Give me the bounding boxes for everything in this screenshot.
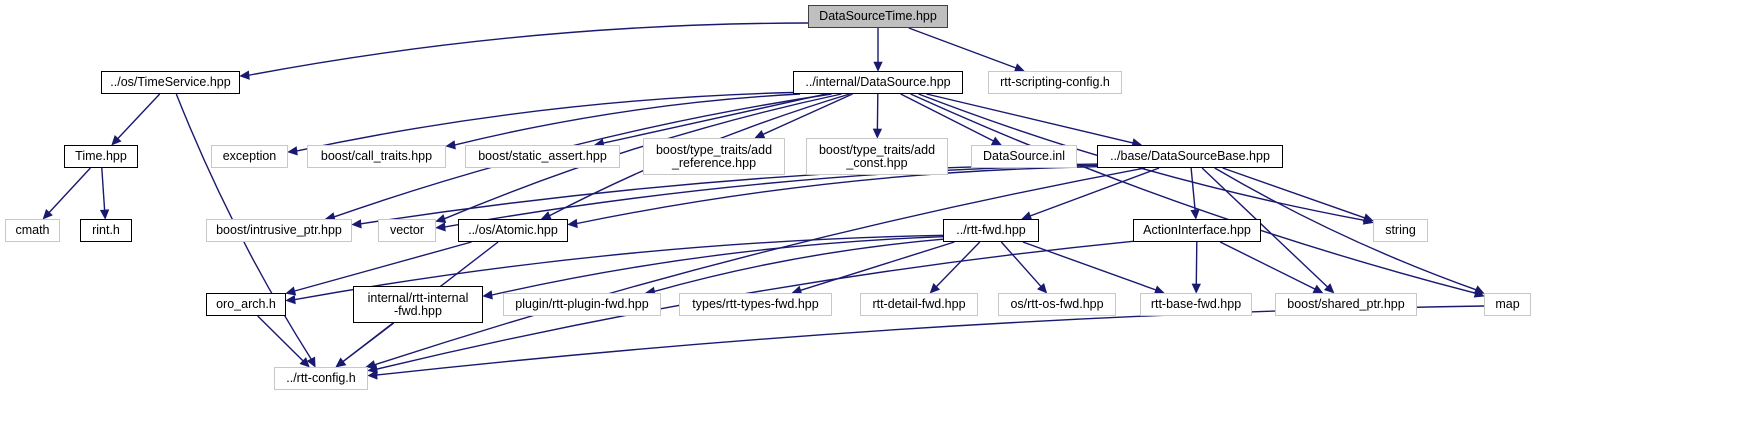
graph-edge-rttfwd-to-pluginfwd xyxy=(654,238,944,293)
graph-node-pluginfwd[interactable]: plugin/rtt-plugin-fwd.hpp xyxy=(503,293,661,316)
graph-node-intrusiveptr[interactable]: boost/intrusive_ptr.hpp xyxy=(206,219,352,242)
graph-node-oroarch[interactable]: oro_arch.h xyxy=(206,293,286,316)
graph-node-addconst[interactable]: boost/type_traits/add _const.hpp xyxy=(806,138,948,175)
graph-node-detailfwd[interactable]: rtt-detail-fwd.hpp xyxy=(860,293,978,316)
graph-edge-arrowhead xyxy=(306,356,316,368)
graph-edge-arrowhead xyxy=(873,61,883,72)
graph-edge-arrowhead xyxy=(567,218,578,229)
graph-edge-arrowhead xyxy=(990,136,1002,146)
graph-edge-rttfwd-to-osfwd xyxy=(1000,241,1042,287)
graph-edge-arrowhead xyxy=(239,70,250,80)
graph-edge-arrowhead xyxy=(42,208,53,220)
graph-edge-arrowhead xyxy=(1362,213,1374,223)
graph-edge-arrowhead xyxy=(1190,209,1200,220)
graph-edge-actioninterface-to-basefwd xyxy=(1195,241,1198,285)
graph-node-sharedptr[interactable]: boost/shared_ptr.hpp xyxy=(1275,293,1417,316)
graph-node-staticassert[interactable]: boost/static_assert.hpp xyxy=(465,145,620,168)
graph-node-string[interactable]: string xyxy=(1373,219,1428,242)
graph-edge-datasourcebase-to-sharedptr xyxy=(1201,167,1328,288)
graph-edge-arrowhead xyxy=(929,283,941,294)
graph-edge-internaldatasource-to-staticassert xyxy=(603,93,827,144)
graph-edge-rttfwd-to-oroarch xyxy=(294,234,944,301)
graph-edge-arrowhead xyxy=(435,214,447,224)
graph-edge-actioninterface-to-rttconfig xyxy=(376,240,1134,370)
graph-edge-arrowhead xyxy=(99,209,110,220)
graph-edge-oroarch-to-rttconfig xyxy=(257,315,304,362)
graph-edge-arrowhead xyxy=(1037,282,1048,294)
graph-edge-arrowhead xyxy=(367,364,378,374)
graph-edge-datasourcetime-to-timeservice xyxy=(248,22,809,76)
graph-edge-arrowhead xyxy=(1323,283,1335,294)
graph-node-addreference[interactable]: boost/type_traits/add _reference.hpp xyxy=(643,138,785,175)
graph-edge-arrowhead xyxy=(445,140,456,150)
graph-edge-datasourcebase-to-atomic xyxy=(576,166,1098,225)
graph-edge-arrowhead xyxy=(285,295,296,305)
graph-edge-arrowhead xyxy=(287,146,298,156)
graph-edge-actioninterface-to-sharedptr xyxy=(1219,241,1316,290)
graph-edge-timeservice-to-timehpp xyxy=(117,93,161,139)
graph-edge-arrowhead xyxy=(1191,283,1201,294)
graph-edge-arrowhead xyxy=(435,222,446,232)
graph-edge-arrowhead xyxy=(1312,284,1324,294)
graph-node-osfwd[interactable]: os/rtt-os-fwd.hpp xyxy=(998,293,1116,316)
graph-node-rinth[interactable]: rint.h xyxy=(80,219,132,242)
graph-edge-arrowhead xyxy=(1473,285,1485,294)
graph-edge-arrowhead xyxy=(299,357,310,368)
graph-edge-rttfwd-to-basefwd xyxy=(1022,241,1156,291)
graph-node-internaldatasource[interactable]: ../internal/DataSource.hpp xyxy=(793,71,963,94)
graph-edge-internaldatasource-to-map xyxy=(910,93,1476,294)
graph-node-datasourceinl[interactable]: DataSource.inl xyxy=(971,145,1077,168)
graph-node-datasourcetime[interactable]: DataSourceTime.hpp xyxy=(808,5,948,28)
graph-edge-timehpp-to-cmath xyxy=(48,167,91,213)
graph-edge-internaldatasource-to-exception xyxy=(296,91,794,152)
graph-edge-datasourcebase-to-string xyxy=(1222,167,1365,219)
graph-node-timeservice[interactable]: ../os/TimeService.hpp xyxy=(101,71,240,94)
graph-edge-rttinternalfwd-to-rttconfig xyxy=(342,322,395,363)
graph-edge-internaldatasource-to-addreference xyxy=(762,93,853,135)
graph-edge-internaldatasource-to-datasourcebase xyxy=(926,93,1133,144)
graph-edge-atomic-to-oroarch xyxy=(294,241,472,292)
graph-edge-arrowhead xyxy=(351,219,362,229)
graph-edge-rttfwd-to-rttinternalfwd xyxy=(491,236,944,296)
graph-node-rttfwd[interactable]: ../rtt-fwd.hpp xyxy=(943,219,1039,242)
graph-edge-internaldatasource-to-vector xyxy=(444,93,842,220)
graph-edge-arrowhead xyxy=(285,286,297,296)
graph-edge-arrowhead xyxy=(335,357,347,368)
graph-node-rttconfig[interactable]: ../rtt-config.h xyxy=(274,367,368,390)
graph-node-vector[interactable]: vector xyxy=(378,219,436,242)
graph-edge-arrowhead xyxy=(872,128,883,139)
graph-edge-rttfwd-to-typesfwd xyxy=(800,241,955,291)
graph-edge-arrowhead xyxy=(111,135,122,146)
graph-edge-internaldatasource-to-intrusiveptr xyxy=(334,93,832,218)
graph-node-actioninterface[interactable]: ActionInterface.hpp xyxy=(1133,219,1261,242)
graph-node-atomic[interactable]: ../os/Atomic.hpp xyxy=(458,219,568,242)
graph-node-cmath[interactable]: cmath xyxy=(5,219,60,242)
graph-edge-datasourcebase-to-rttfwd xyxy=(1030,167,1160,217)
graph-edge-internaldatasource-to-calltraits xyxy=(454,93,801,146)
graph-node-basefwd[interactable]: rtt-base-fwd.hpp xyxy=(1140,293,1252,316)
graph-node-map[interactable]: map xyxy=(1484,293,1531,316)
graph-node-calltraits[interactable]: boost/call_traits.hpp xyxy=(307,145,446,168)
graph-edge-arrowhead xyxy=(754,129,766,139)
graph-edge-internaldatasource-to-datasourceinl xyxy=(900,93,994,142)
graph-edge-datasourcebase-to-rttconfig xyxy=(374,167,1146,366)
graph-node-rttinternalfwd[interactable]: internal/rtt-internal -fwd.hpp xyxy=(353,286,483,323)
graph-edge-map-to-rttconfig xyxy=(376,305,1485,376)
graph-edge-arrowhead xyxy=(367,370,378,380)
graph-edge-datasourcetime-to-rttscriptingconfig xyxy=(908,27,1016,69)
graph-node-typesfwd[interactable]: types/rtt-types-fwd.hpp xyxy=(679,293,832,316)
graph-edge-datasourcebase-to-actioninterface xyxy=(1190,167,1196,211)
graph-edge-arrowhead xyxy=(482,290,493,300)
graph-edge-datasourcebase-to-map xyxy=(1214,167,1477,291)
graph-node-timehpp[interactable]: Time.hpp xyxy=(64,145,138,168)
graph-edge-rttfwd-to-detailfwd xyxy=(935,241,981,287)
graph-edge-timehpp-to-rinth xyxy=(101,167,106,211)
graph-node-datasourcebase[interactable]: ../base/DataSourceBase.hpp xyxy=(1097,145,1283,168)
graph-node-exception[interactable]: exception xyxy=(211,145,288,168)
graph-node-rttscriptingconfig[interactable]: rtt-scripting-config.h xyxy=(988,71,1122,94)
